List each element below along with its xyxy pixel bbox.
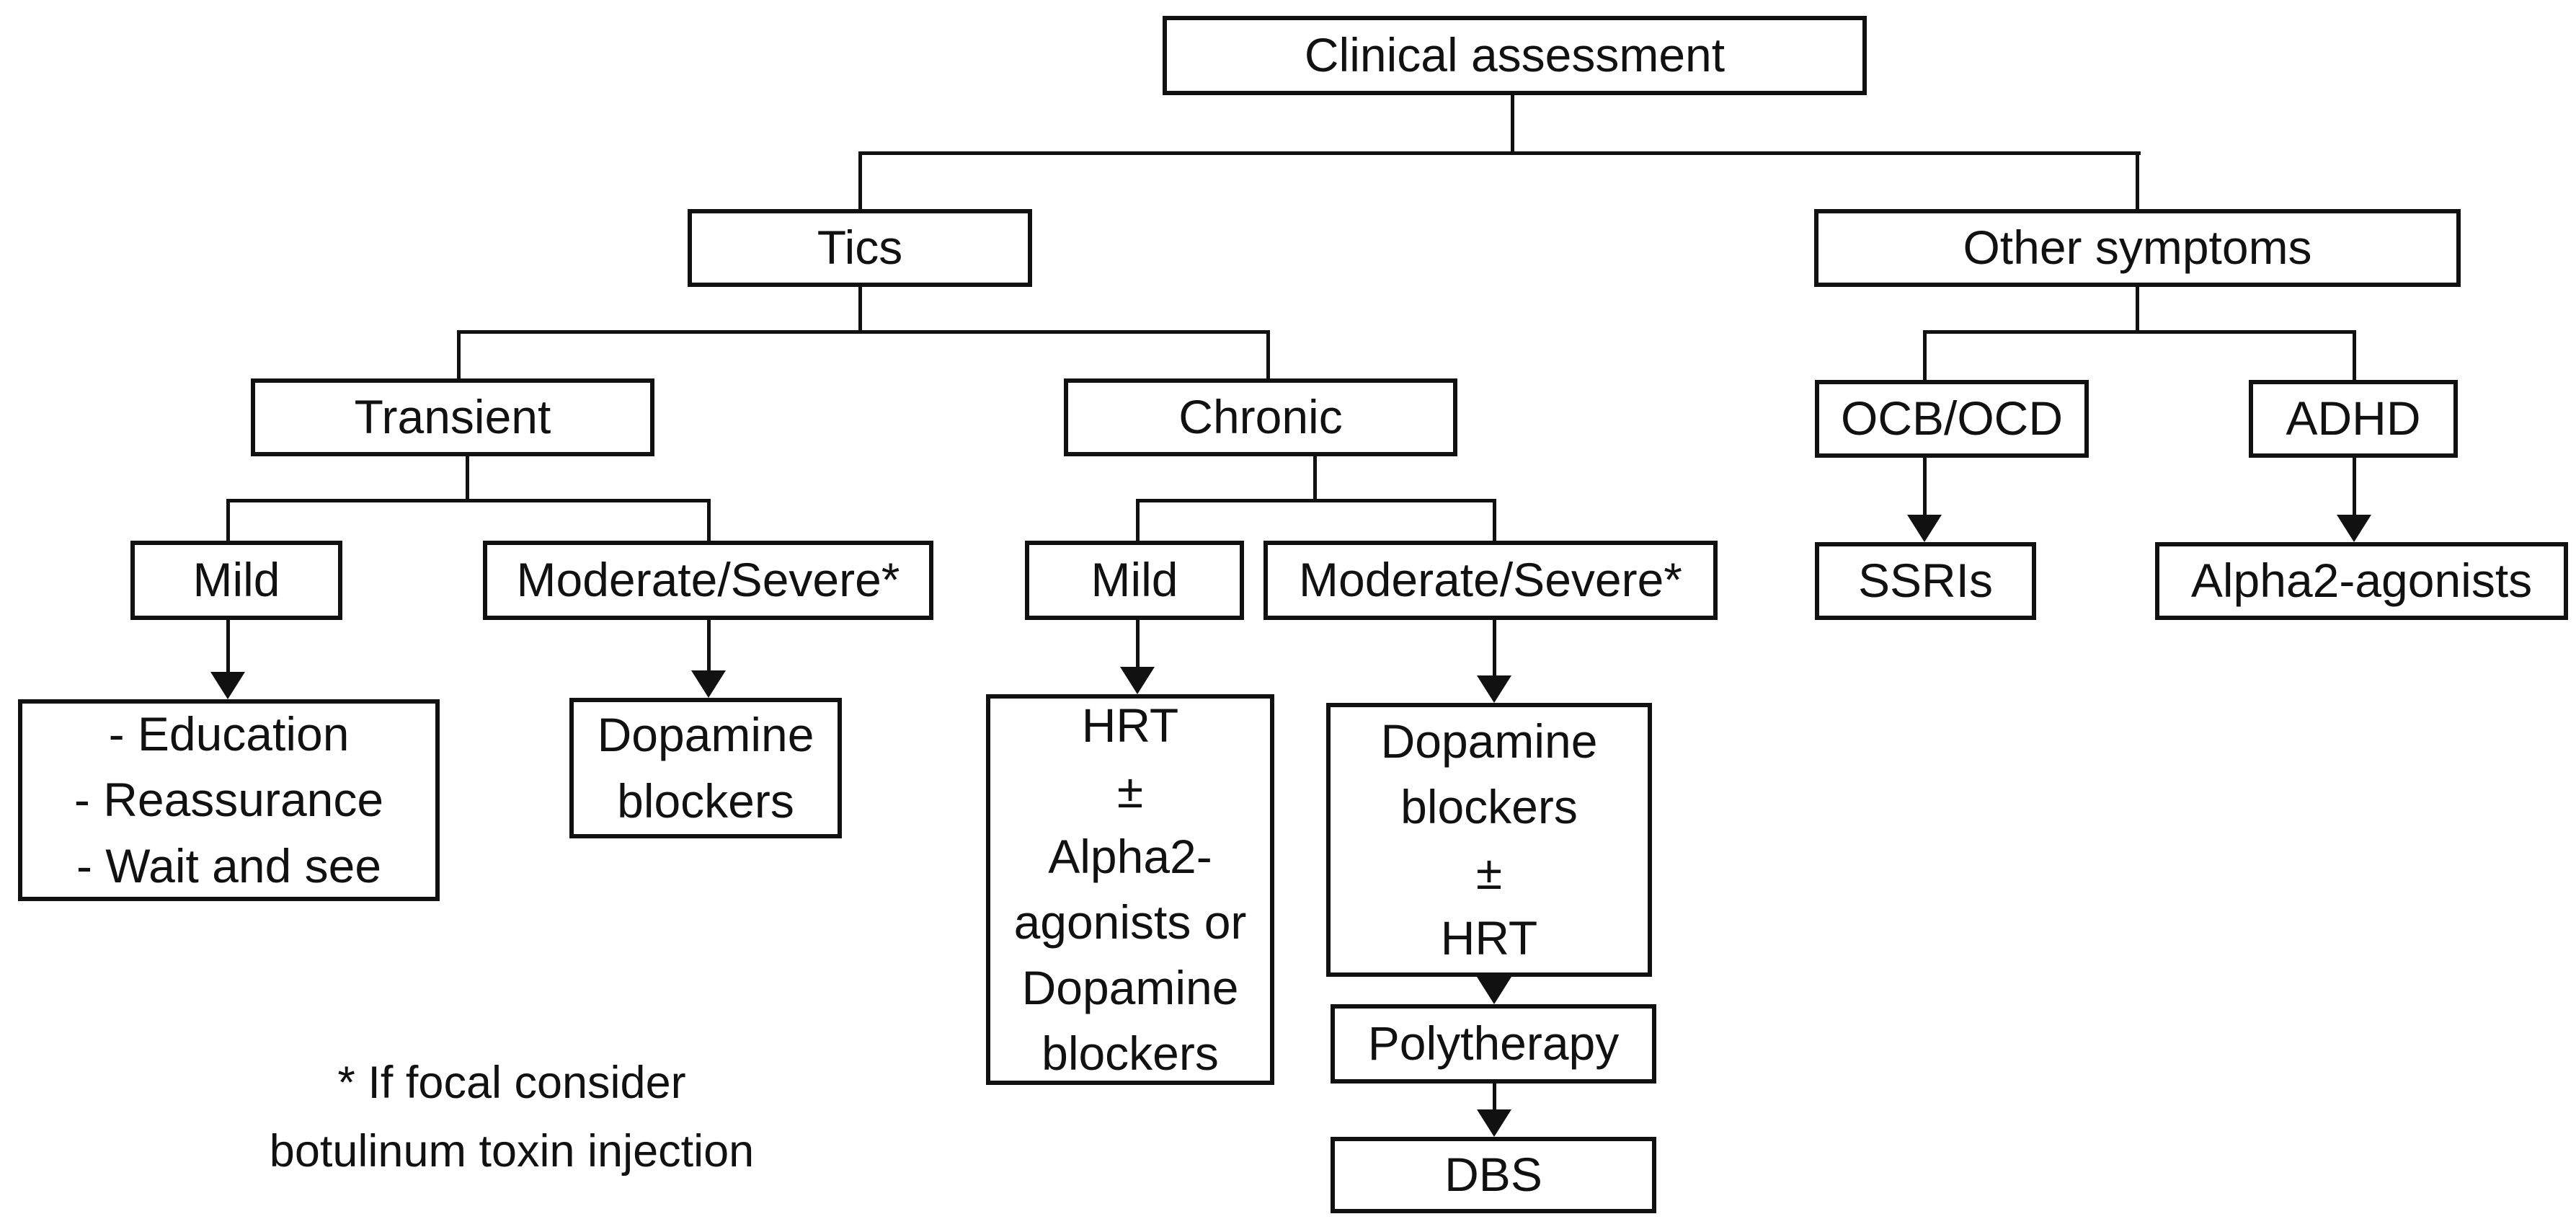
- connector-tics-to-transient: [457, 330, 461, 381]
- plan-line: HRT: [1440, 911, 1538, 965]
- plan-line: Dopamine: [1021, 961, 1239, 1015]
- connector-root-crossbar: [858, 151, 2141, 155]
- arrowhead-icon: [2337, 515, 2371, 542]
- connector-other-to-ocb-ocd: [1923, 330, 1927, 382]
- connector-transient-to-modsev: [707, 499, 711, 542]
- connector-tics-crossbar: [457, 330, 1270, 334]
- node-transient: Transient: [251, 378, 654, 456]
- node-transient-modsev-plan: Dopamine blockers: [569, 698, 842, 838]
- plan-line: - Education: [108, 707, 350, 761]
- node-transient-mild-label: Mild: [192, 553, 280, 607]
- footnote: * If focal consider botulinum toxin inje…: [238, 1049, 786, 1185]
- node-dbs-label: DBS: [1444, 1148, 1542, 1202]
- connector-chronic-stem: [1313, 456, 1317, 500]
- connector-other-crossbar: [1923, 330, 2356, 334]
- node-polytherapy-label: Polytherapy: [1367, 1016, 1620, 1071]
- arrowhead-icon: [210, 672, 245, 699]
- arrow-chronic-modsev-to-dopamine-shaft: [1493, 620, 1496, 677]
- node-ocb-ocd-label: OCB/OCD: [1840, 391, 2064, 446]
- node-adhd: ADHD: [2249, 380, 2458, 458]
- connector-chronic-crossbar: [1136, 499, 1496, 502]
- node-chronic-moderate-severe: Moderate/Severe*: [1263, 541, 1718, 620]
- arrowhead-icon: [1907, 515, 1942, 542]
- node-ocb-ocd: OCB/OCD: [1815, 380, 2089, 458]
- arrow-chronic-mild-to-hrt-shaft: [1136, 620, 1140, 668]
- connector-transient-to-mild: [226, 499, 230, 542]
- plan-line: ±: [1116, 763, 1144, 817]
- node-clinical-assessment-label: Clinical assessment: [1304, 28, 1726, 82]
- connector-other-to-adhd: [2353, 330, 2356, 382]
- connector-root-to-other-symptoms: [2136, 151, 2139, 212]
- node-tics: Tics: [688, 209, 1032, 287]
- plan-line: Dopamine: [1380, 714, 1598, 768]
- connector-chronic-to-mild: [1136, 499, 1140, 542]
- arrow-adhd-to-alpha2-shaft: [2353, 458, 2356, 516]
- plan-line: blockers: [1400, 779, 1578, 833]
- node-transient-moderate-severe: Moderate/Severe*: [483, 541, 933, 620]
- node-chronic-label: Chronic: [1178, 390, 1343, 444]
- plan-line: ±: [1475, 846, 1503, 899]
- arrow-to-dbs-shaft: [1493, 1083, 1496, 1112]
- node-chronic-mild-plan: HRT ± Alpha2- agonists or Dopamine block…: [986, 694, 1274, 1085]
- node-transient-mild: Mild: [130, 541, 342, 620]
- connector-tics-to-chronic: [1266, 330, 1270, 381]
- connector-chronic-to-modsev: [1493, 499, 1496, 542]
- arrowhead-icon: [1477, 1109, 1511, 1137]
- node-transient-label: Transient: [354, 390, 551, 444]
- node-adhd-label: ADHD: [2286, 391, 2421, 446]
- node-chronic-mild: Mild: [1025, 541, 1244, 620]
- arrowhead-icon: [1477, 675, 1511, 703]
- node-tics-label: Tics: [817, 221, 903, 275]
- arrow-ocb-to-ssris-shaft: [1923, 458, 1927, 516]
- node-alpha2-agonists: Alpha2-agonists: [2155, 542, 2568, 620]
- node-transient-mild-plan: - Education - Reassurance - Wait and see: [18, 699, 440, 901]
- node-other-symptoms: Other symptoms: [1814, 209, 2461, 287]
- plan-line: Alpha2-: [1048, 829, 1212, 883]
- node-ssris-label: SSRIs: [1857, 554, 1994, 608]
- node-polytherapy: Polytherapy: [1331, 1004, 1656, 1083]
- plan-line: - Reassurance: [74, 773, 384, 827]
- node-dbs: DBS: [1331, 1137, 1656, 1213]
- plan-line: Dopamine: [597, 708, 814, 762]
- arrowhead-icon: [691, 670, 726, 698]
- node-ssris: SSRIs: [1815, 542, 2036, 620]
- node-chronic-moderate-severe-label: Moderate/Severe*: [1299, 553, 1682, 607]
- plan-line: - Wait and see: [76, 838, 382, 892]
- plan-line: blockers: [1041, 1027, 1219, 1081]
- footnote-line: botulinum toxin injection: [269, 1125, 755, 1176]
- connector-transient-stem: [466, 456, 469, 500]
- arrowhead-icon: [1120, 667, 1155, 694]
- node-chronic: Chronic: [1064, 378, 1457, 456]
- footnote-line: * If focal consider: [337, 1058, 686, 1108]
- arrowhead-icon: [1477, 977, 1511, 1004]
- plan-line: HRT: [1081, 698, 1179, 752]
- connector-root-stem: [1511, 95, 1514, 154]
- arrow-mild-to-education-shaft: [226, 620, 230, 673]
- connector-other-stem: [2136, 287, 2139, 333]
- connector-root-to-tics: [858, 151, 862, 212]
- connector-transient-crossbar: [226, 499, 711, 502]
- node-clinical-assessment: Clinical assessment: [1163, 16, 1867, 95]
- arrow-modsev-to-dopamine-shaft: [707, 620, 711, 672]
- node-chronic-mild-label: Mild: [1091, 553, 1178, 607]
- plan-line: blockers: [617, 774, 794, 828]
- node-other-symptoms-label: Other symptoms: [1963, 221, 2312, 275]
- plan-line: agonists or: [1013, 895, 1247, 949]
- node-chronic-modsev-plan: Dopamine blockers ± HRT: [1326, 703, 1652, 977]
- connector-tics-stem: [858, 287, 862, 333]
- node-alpha2-agonists-label: Alpha2-agonists: [2190, 554, 2533, 608]
- node-transient-moderate-severe-label: Moderate/Severe*: [516, 553, 900, 607]
